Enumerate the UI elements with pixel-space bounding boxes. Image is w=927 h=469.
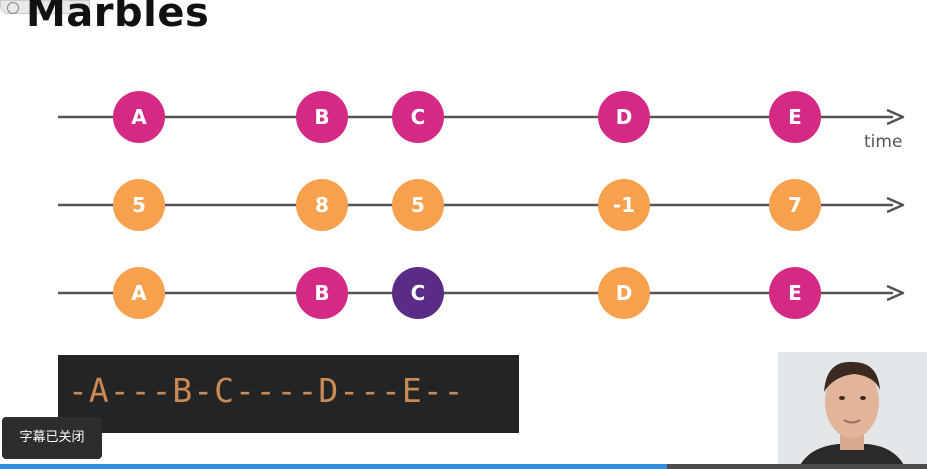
marble-label: D: [616, 281, 633, 305]
watermark-logo-icon: [7, 1, 19, 14]
number-stream: 5 8 5 -1 7: [58, 179, 905, 231]
marble: [113, 179, 165, 231]
marble-code-box: -A---B-C----D---E--: [58, 355, 519, 433]
video-progress-fill: [0, 464, 668, 469]
marble: [392, 91, 444, 143]
marble-label: D: [616, 105, 633, 129]
captions-off-toast: 字幕已关闭: [2, 417, 102, 459]
marble-label: B: [314, 281, 329, 305]
marble: [113, 267, 165, 319]
presenter-image: [798, 361, 906, 469]
site-watermark: [0, 0, 90, 14]
marble: [598, 179, 650, 231]
slide-title: Marbles: [26, 0, 210, 36]
marble-label: C: [411, 105, 426, 129]
timeline-arrow-icon: [886, 196, 905, 214]
time-axis-label: time: [864, 132, 902, 152]
marble-label: 8: [315, 193, 329, 217]
video-progress-bar[interactable]: [0, 464, 927, 469]
source-stream: A B C D E: [58, 91, 905, 143]
marble: [296, 267, 348, 319]
marble-label: E: [788, 105, 802, 129]
marble: [296, 91, 348, 143]
marble-label: -1: [613, 193, 635, 217]
presenter-webcam: [778, 352, 927, 469]
marble-label: 5: [132, 193, 146, 217]
marble: [392, 267, 444, 319]
marble: [598, 267, 650, 319]
marble-label: A: [131, 281, 147, 305]
marble-label: 7: [788, 193, 802, 217]
marble-label: 5: [411, 193, 425, 217]
timeline-arrow-icon: [886, 108, 905, 126]
marble: [769, 267, 821, 319]
marble: [769, 91, 821, 143]
marble-label: B: [314, 105, 329, 129]
marble-label: E: [788, 281, 802, 305]
marble-code-text: -A---B-C----D---E--: [68, 371, 465, 410]
timeline-arrow-icon: [886, 284, 905, 302]
marble-label: A: [131, 105, 147, 129]
marble: [296, 179, 348, 231]
marble: [598, 91, 650, 143]
marble: [392, 179, 444, 231]
result-stream: A B C D E: [58, 267, 905, 319]
marble: [769, 179, 821, 231]
marble-label: C: [411, 281, 426, 305]
marble: [113, 91, 165, 143]
